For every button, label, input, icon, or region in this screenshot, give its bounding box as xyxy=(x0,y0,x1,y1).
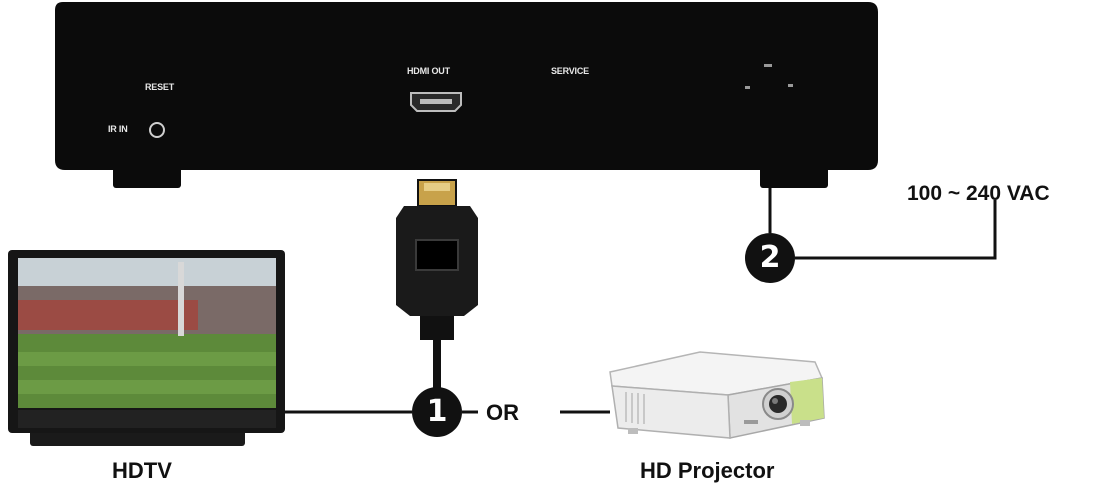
projector-accent xyxy=(790,378,824,424)
hdtv-label: HDTV xyxy=(112,458,172,483)
tv-bezel-bottom xyxy=(18,410,276,428)
step-2-number: 2 xyxy=(759,240,781,275)
step-1-number: 1 xyxy=(426,394,448,429)
hdmi-plug-metal-shade xyxy=(424,183,450,191)
projector-foot-right xyxy=(800,420,810,426)
ir-in-label: IR IN xyxy=(108,124,128,134)
projector-lens xyxy=(769,395,787,413)
tv-scene-post xyxy=(178,262,184,336)
projector-illustration xyxy=(609,351,825,439)
hdmi-port-inner xyxy=(420,99,452,104)
step-1-marker xyxy=(412,387,462,437)
connection-lines xyxy=(285,188,997,414)
or-label: OR xyxy=(486,400,519,425)
hdmi-plug-grip xyxy=(415,239,459,271)
hdmi-cable xyxy=(396,179,478,390)
line-step2-to-power xyxy=(795,200,997,260)
projector-side xyxy=(611,385,731,439)
reset-label: RESET xyxy=(145,82,175,92)
tv-scene-pitch xyxy=(18,334,276,408)
projector-vents xyxy=(625,392,645,424)
projector-foot-left xyxy=(628,428,638,434)
hdtv-illustration xyxy=(8,250,285,446)
tv-scene-crowd xyxy=(18,300,198,330)
tv-scene-sky xyxy=(18,258,276,286)
hdmi-strain-relief xyxy=(420,316,454,340)
projector-lens-glint xyxy=(772,398,778,404)
hdmi-cord xyxy=(433,340,441,390)
step-2-marker xyxy=(745,233,795,283)
tv-scene-pitch-stripe xyxy=(18,352,276,366)
service-label: SERVICE xyxy=(551,66,589,76)
box-body xyxy=(55,2,878,170)
hdmi-out-label: HDMI OUT xyxy=(407,66,450,76)
ir-port xyxy=(149,122,165,138)
projector-brand-plate xyxy=(744,420,758,424)
tv-scene-pitch-stripe-2 xyxy=(18,380,276,394)
power-voltage-label: 100 ~ 240 VAC xyxy=(907,182,1050,205)
set-top-box xyxy=(55,2,878,188)
tv-stand xyxy=(30,430,245,446)
hd-projector-label: HD Projector xyxy=(640,458,775,483)
power-socket xyxy=(745,64,793,89)
